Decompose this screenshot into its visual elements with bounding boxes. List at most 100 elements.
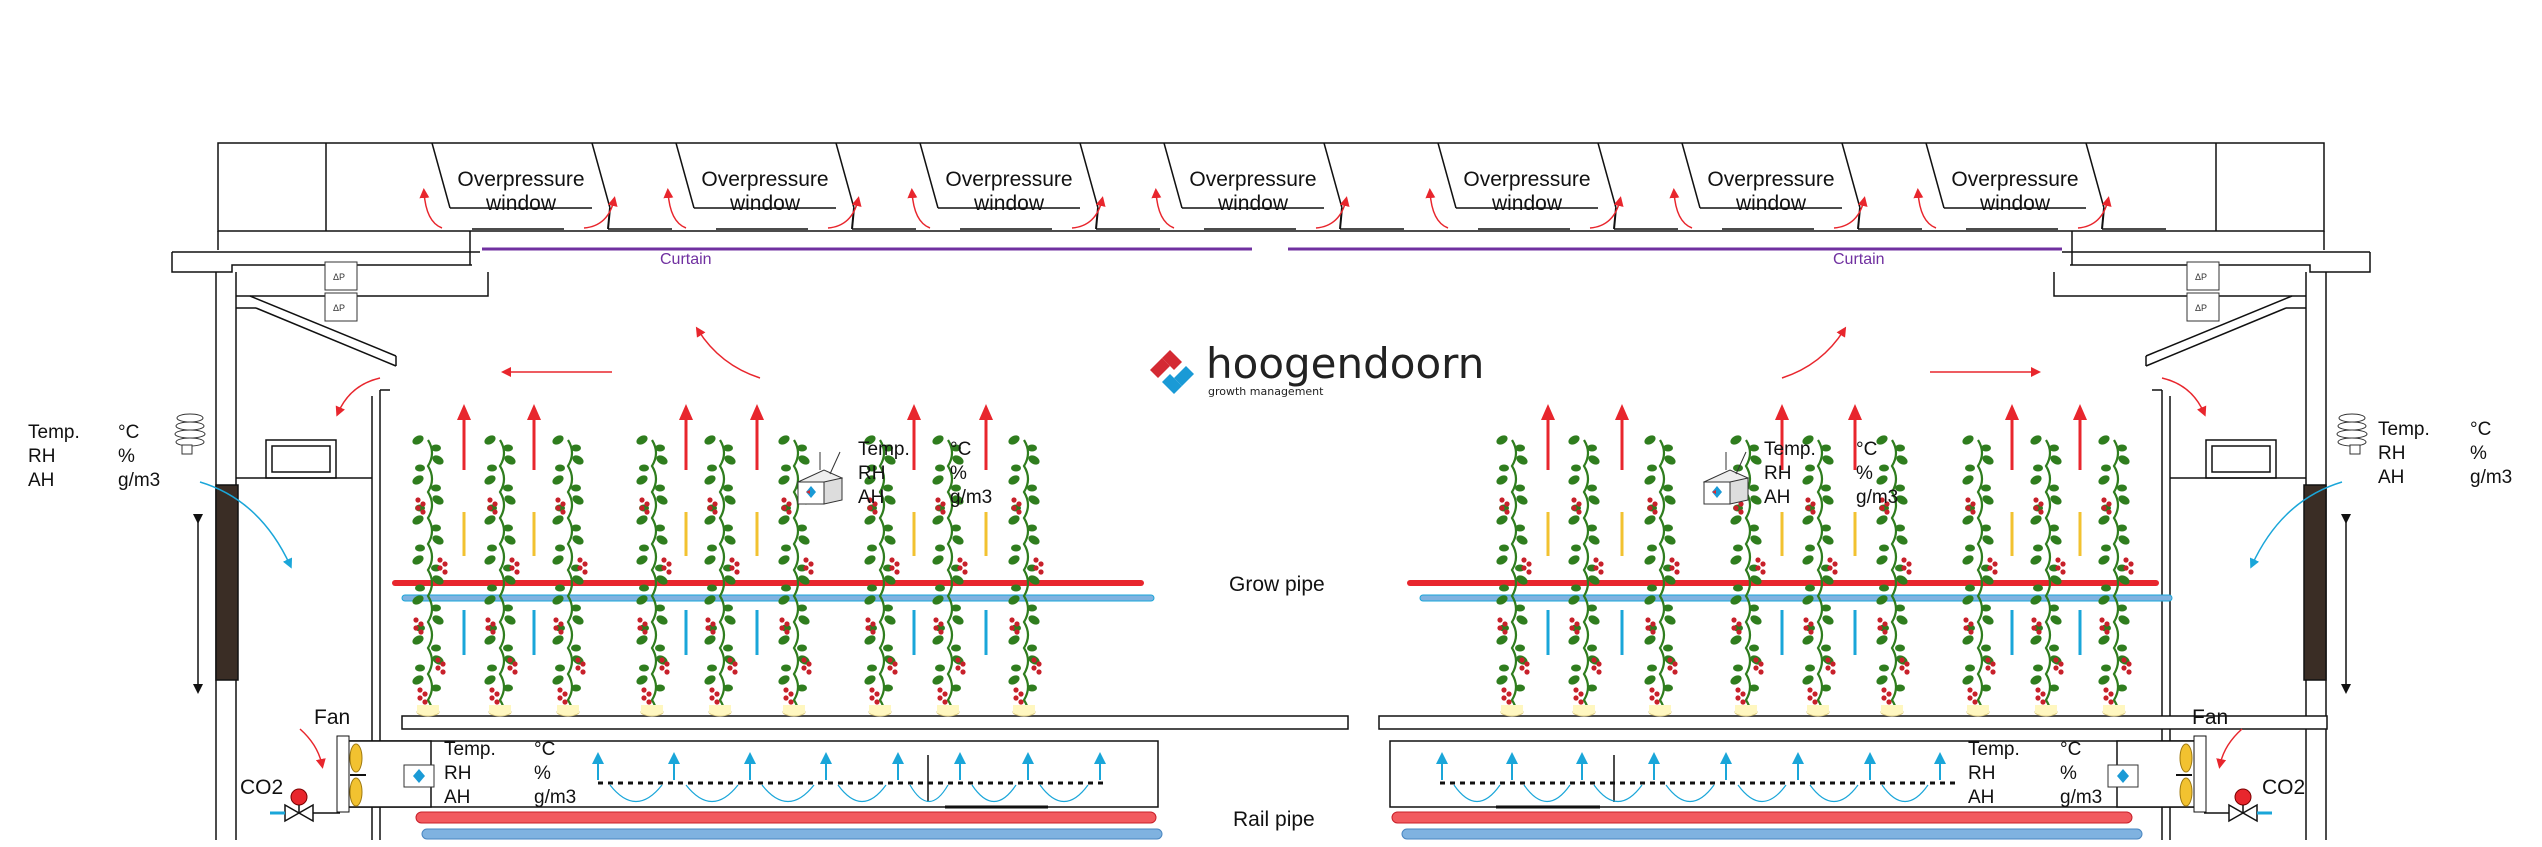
dp-label: ΔP <box>2195 272 2207 282</box>
vent-arrow <box>1151 188 1175 229</box>
tomato-plant <box>2098 435 2134 717</box>
sensor-unit: % <box>950 463 967 484</box>
sensor-label: Temp. <box>1764 439 1816 460</box>
crop-arrow-group <box>2073 404 2087 655</box>
airflow-curves <box>199 188 2343 769</box>
duct-arrow <box>1864 752 1929 802</box>
tomato-plant <box>778 435 814 717</box>
duct-arrow <box>1576 752 1643 802</box>
co2-label-left: CO2 <box>240 776 283 799</box>
tomato-plant <box>1962 435 1998 717</box>
tomato-plants <box>412 435 2134 717</box>
window-label-line1: Overpressure <box>457 168 584 191</box>
window-label-line1: Overpressure <box>701 168 828 191</box>
sensor-label: AH <box>28 470 54 491</box>
crop-arrow-group <box>1848 404 1862 655</box>
tomato-plant <box>1876 435 1912 717</box>
sensor-label: RH <box>858 463 885 484</box>
sensor-label: AH <box>1764 487 1790 508</box>
sensor-label: AH <box>444 787 470 808</box>
fan-right <box>2176 735 2207 813</box>
window-label-line1: Overpressure <box>1189 168 1316 191</box>
duct-arrow <box>1648 752 1715 802</box>
vent-arrow <box>1913 188 1937 229</box>
duct-arrow <box>1934 752 1946 780</box>
sensor-unit: g/m3 <box>118 470 160 491</box>
outdoor-sensor-icon-left <box>174 413 206 455</box>
benches <box>401 715 2328 730</box>
dp-label: ΔP <box>333 303 345 313</box>
crop-arrow-group <box>679 404 693 655</box>
sensor-label: Temp. <box>858 439 910 460</box>
crop-arrow-group <box>1541 404 1555 655</box>
fan-left <box>336 735 366 813</box>
window-label-line2: window <box>729 192 801 215</box>
sensor-unit: g/m3 <box>2470 467 2512 488</box>
crop-arrow-group <box>2005 404 2019 655</box>
sensor-unit: % <box>534 763 551 784</box>
window-label-line2: window <box>1217 192 1289 215</box>
tomato-plant <box>484 435 520 717</box>
tomato-plant <box>864 435 900 717</box>
tomato-plant <box>704 435 740 717</box>
duct-arrow <box>744 752 815 802</box>
duct-sensor-icon-right <box>2107 764 2139 788</box>
duct-arrow <box>892 752 949 803</box>
sensor-box-icon-right <box>1702 451 1750 505</box>
sensor-unit: °C <box>534 739 555 760</box>
vent-arrow <box>1669 188 1693 229</box>
duct-arrow <box>1022 752 1089 802</box>
sensor-unit: g/m3 <box>950 487 992 508</box>
crop-arrow-group <box>907 404 921 655</box>
sensor-unit: °C <box>118 422 139 443</box>
duct-arrow <box>1094 752 1106 780</box>
tomato-plant <box>636 435 672 717</box>
sensor-label: Temp. <box>2378 419 2430 440</box>
tomato-plant <box>1496 435 1532 717</box>
tomato-plant <box>932 435 968 717</box>
duct-arrow <box>1720 752 1787 802</box>
sensor-unit: % <box>1856 463 1873 484</box>
sensor-label: RH <box>1764 463 1791 484</box>
fan-label-left: Fan <box>314 706 350 729</box>
crop-arrow-group <box>457 404 471 655</box>
duct-arrow <box>668 752 739 802</box>
dp-sensor-left: ΔP ΔP <box>324 261 358 322</box>
sensor-box-icon-left <box>796 451 844 505</box>
dp-label: ΔP <box>2195 303 2207 313</box>
sensor-label: AH <box>858 487 884 508</box>
window-label-line2: window <box>485 192 557 215</box>
window-label-line1: Overpressure <box>1463 168 1590 191</box>
logo-brand: hoogendoorn <box>1206 339 1484 388</box>
duct-arrow <box>592 752 663 802</box>
sensor-label: RH <box>28 446 55 467</box>
duct-arrow <box>820 752 887 802</box>
hoogendoorn-logo: hoogendoorn growth management <box>1150 339 1484 398</box>
window-label-line1: Overpressure <box>1707 168 1834 191</box>
tomato-plant <box>1802 435 1838 717</box>
vent-arrow <box>1425 188 1449 229</box>
tomato-plant <box>552 435 588 717</box>
vent-arrow <box>827 196 862 229</box>
co2-valve-left <box>270 788 340 823</box>
sensor-label: RH <box>444 763 471 784</box>
window-label-line2: window <box>1979 192 2051 215</box>
crop-arrow-group <box>527 404 541 655</box>
sensor-unit: % <box>118 446 135 467</box>
vent-arrow <box>419 188 443 229</box>
vent-arrow <box>1315 196 1350 229</box>
curtain: Curtain Curtain <box>482 247 2062 268</box>
sensor-unit: % <box>2060 763 2077 784</box>
sensor-unit: °C <box>2470 419 2491 440</box>
sensor-unit: °C <box>1856 439 1877 460</box>
